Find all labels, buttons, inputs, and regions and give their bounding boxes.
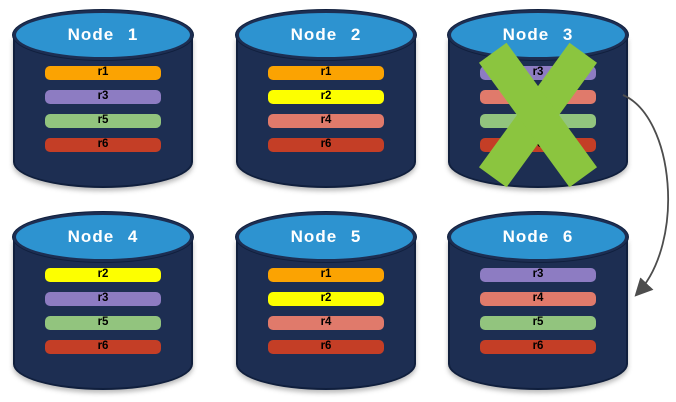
replica-bar: r4	[268, 316, 384, 330]
replica-label: r4	[320, 316, 332, 329]
replica-label: r6	[532, 340, 544, 353]
replica-bar: r1	[45, 66, 161, 80]
replica-label: r1	[97, 66, 109, 79]
replica-bar: r4	[480, 292, 596, 306]
node-title: Node 3	[502, 25, 574, 44]
replica-bar: r2	[45, 268, 161, 282]
replica-label: r1	[320, 66, 332, 79]
replica-bar: r6	[45, 138, 161, 152]
cylinder-top: Node 2	[236, 10, 416, 60]
replica-label: r3	[532, 268, 544, 281]
replica-label: r3	[97, 90, 109, 103]
replica-list: r3 r4 r5 r6	[448, 268, 628, 354]
replica-bar: r3	[45, 292, 161, 306]
replica-label: r2	[320, 90, 332, 103]
replica-list: r1 r3 r5 r6	[13, 66, 193, 152]
replica-label: r6	[97, 138, 109, 151]
cylinder-top: Node 4	[13, 212, 193, 262]
replica-bar: r2	[268, 292, 384, 306]
replica-label: r6	[320, 340, 332, 353]
cylinder-top: Node 5	[236, 212, 416, 262]
node-title: Node 5	[290, 227, 362, 246]
node-title: Node 4	[67, 227, 139, 246]
node-title: Node 6	[502, 227, 574, 246]
replica-list: r1 r2 r4 r6	[236, 66, 416, 152]
cylinder-top: Node 1	[13, 10, 193, 60]
cylinder-top: Node 6	[448, 212, 628, 262]
node-6: r3 r4 r5 r6 Node 6	[448, 212, 628, 392]
replica-bar: r1	[268, 268, 384, 282]
replica-label: r5	[97, 114, 109, 127]
failure-x-icon	[478, 42, 598, 188]
replica-bar: r6	[45, 340, 161, 354]
replica-bar: r5	[45, 316, 161, 330]
replica-bar: r6	[268, 138, 384, 152]
replica-bar: r5	[45, 114, 161, 128]
replica-label: r6	[97, 340, 109, 353]
replica-bar: r3	[45, 90, 161, 104]
replica-bar: r2	[268, 90, 384, 104]
replica-label: r2	[320, 292, 332, 305]
replica-list: r2 r3 r5 r6	[13, 268, 193, 354]
node-1: r1 r3 r5 r6 Node 1	[13, 10, 193, 190]
replica-bar: r6	[480, 340, 596, 354]
node-title: Node 1	[67, 25, 139, 44]
replica-label: r1	[320, 268, 332, 281]
node-2: r1 r2 r4 r6 Node 2	[236, 10, 416, 190]
node-title: Node 2	[290, 25, 362, 44]
node-4: r2 r3 r5 r6 Node 4	[13, 212, 193, 392]
cylinder-top: Node 3	[448, 10, 628, 60]
replica-bar: r1	[268, 66, 384, 80]
replica-label: r5	[532, 316, 544, 329]
replica-label: r3	[532, 66, 544, 79]
replica-label: r5	[97, 316, 109, 329]
replica-bar: r5	[480, 316, 596, 330]
arrow-curve	[622, 94, 670, 297]
replica-label: r2	[97, 268, 109, 281]
replica-list: r1 r2 r4 r6	[236, 268, 416, 354]
node-5: r1 r2 r4 r6 Node 5	[236, 212, 416, 392]
replica-bar: r3	[480, 268, 596, 282]
replica-label: r4	[532, 292, 544, 305]
replica-label: r4	[320, 114, 332, 127]
replica-bar: r6	[268, 340, 384, 354]
cylinder-body	[236, 237, 416, 390]
replica-label: r3	[97, 292, 109, 305]
cylinder-body	[448, 237, 628, 390]
replica-bar: r4	[268, 114, 384, 128]
replica-label: r6	[320, 138, 332, 151]
replica-label: r6	[532, 138, 544, 151]
